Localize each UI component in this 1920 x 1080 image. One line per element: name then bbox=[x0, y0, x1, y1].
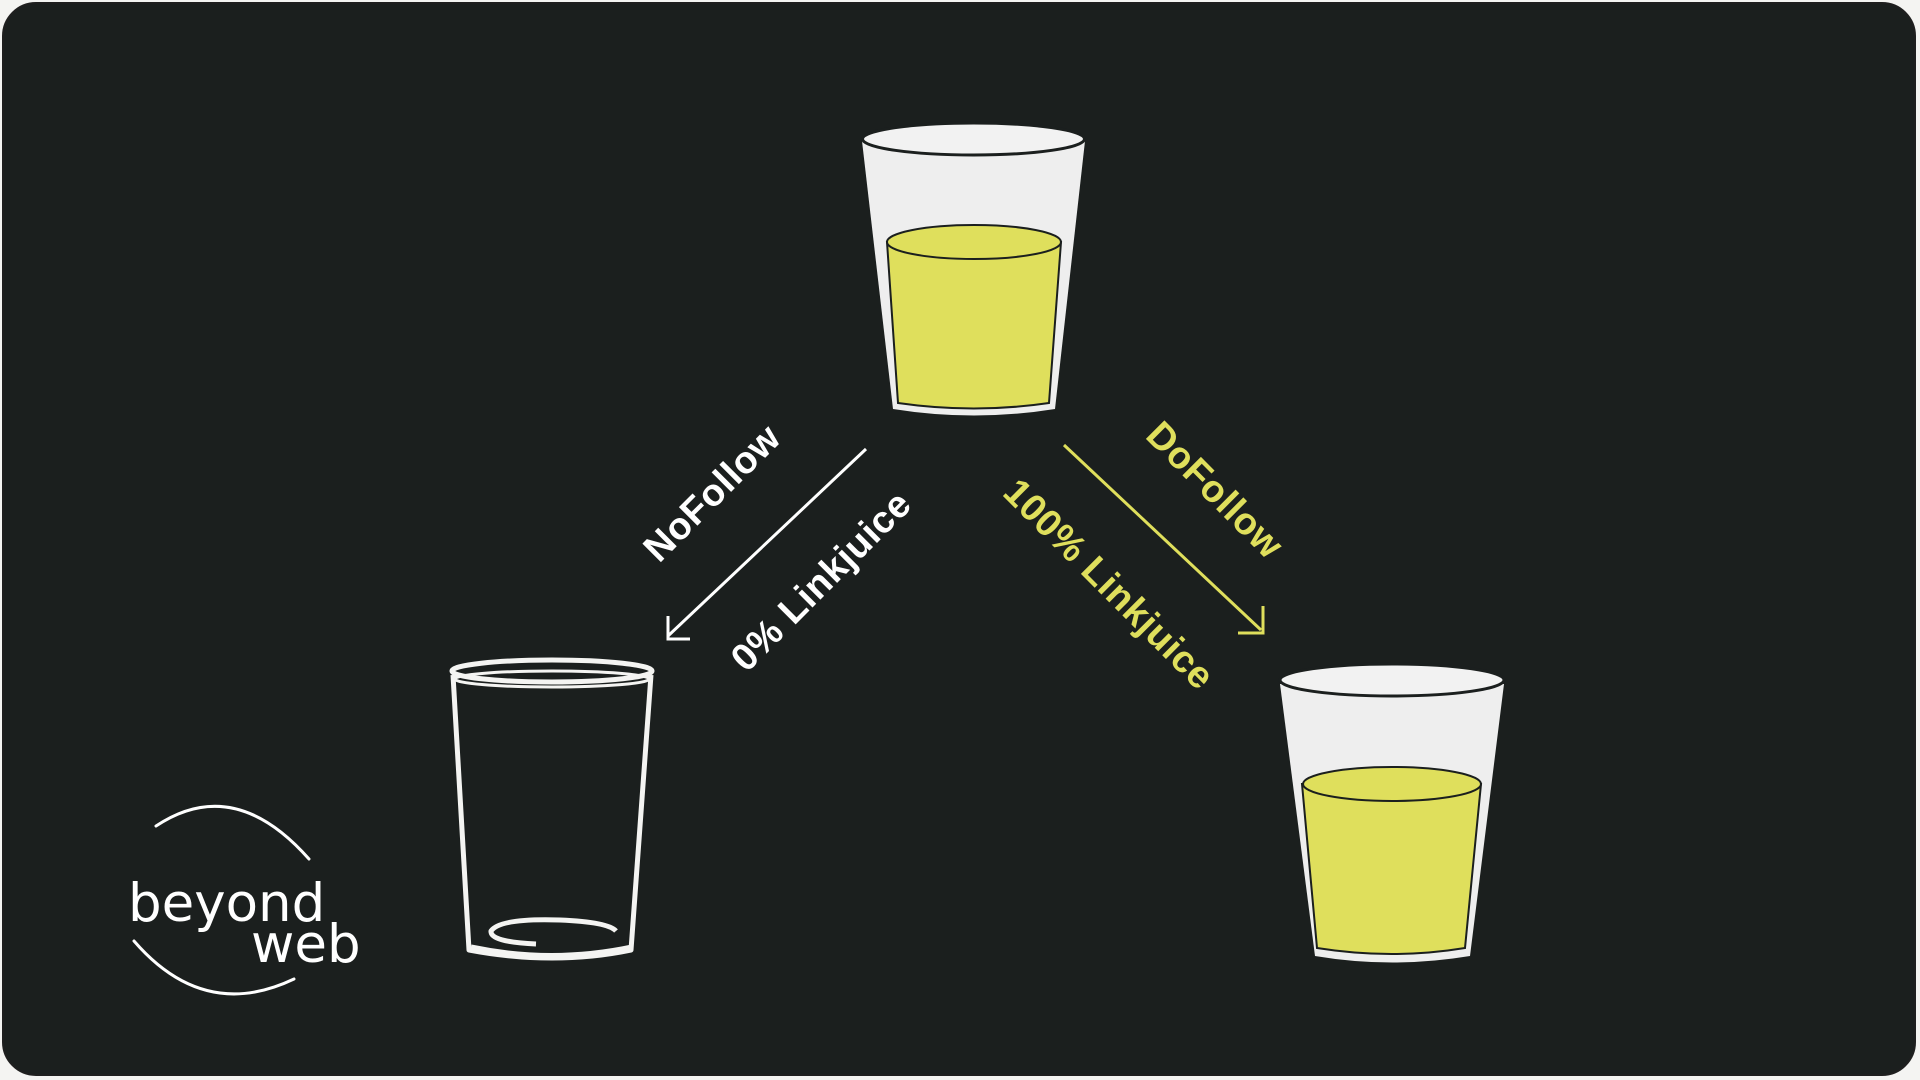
logo-line1: beyond bbox=[128, 873, 325, 934]
logo-line2: web bbox=[251, 914, 361, 975]
beyond-web-logo: beyond web bbox=[128, 804, 361, 996]
dofollow-label: DoFollow bbox=[1138, 414, 1291, 567]
nofollow-target-glass bbox=[449, 657, 655, 961]
nofollow-juice-label: 0% Linkjuice bbox=[723, 483, 920, 680]
dofollow-target-glass bbox=[1278, 662, 1506, 963]
dofollow-juice-label: 100% Linkjuice bbox=[995, 471, 1222, 698]
nofollow-arrow bbox=[666, 447, 868, 641]
linkjuice-diagram: NoFollow 0% Linkjuice DoFollow 100% Link… bbox=[128, 121, 1506, 996]
logo-top-arc bbox=[154, 804, 311, 861]
nofollow-label: NoFollow bbox=[636, 417, 789, 570]
source-glass bbox=[861, 121, 1086, 416]
dofollow-arrow bbox=[1062, 443, 1265, 635]
logo-bottom-arc bbox=[132, 939, 296, 996]
